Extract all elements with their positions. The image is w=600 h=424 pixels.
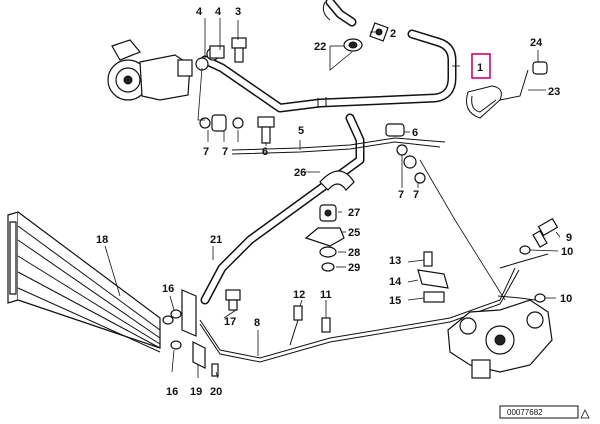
callout-12[interactable]: 12 bbox=[293, 289, 305, 301]
callout-labels: 1 2 3 4 4 5 6 6 7 7 7 7 8 9 10 10 11 12 … bbox=[96, 6, 573, 398]
callout-19[interactable]: 19 bbox=[190, 386, 202, 398]
line-5[interactable] bbox=[231, 137, 446, 151]
steering-pump[interactable] bbox=[107, 39, 193, 101]
callout-4-b[interactable]: 4 bbox=[215, 6, 222, 18]
washer-16-lower[interactable] bbox=[170, 340, 182, 350]
callout-5[interactable]: 5 bbox=[298, 125, 304, 137]
callout-7-d[interactable]: 7 bbox=[413, 189, 419, 201]
oil-cooler[interactable] bbox=[7, 211, 161, 353]
callout-25[interactable]: 25 bbox=[348, 227, 360, 239]
callout-16-a[interactable]: 16 bbox=[162, 283, 174, 295]
callout-10-b[interactable]: 10 bbox=[560, 293, 572, 305]
grommet-24[interactable] bbox=[532, 61, 548, 75]
screw-20[interactable] bbox=[211, 363, 219, 377]
callout-16-b[interactable]: 16 bbox=[166, 386, 178, 398]
callout-8[interactable]: 8 bbox=[254, 317, 260, 329]
callout-7-a[interactable]: 7 bbox=[203, 146, 209, 158]
callout-29[interactable]: 29 bbox=[348, 262, 360, 274]
fitting-6-cluster-right[interactable] bbox=[385, 123, 426, 184]
leader-lines bbox=[104, 18, 561, 379]
screw-13[interactable] bbox=[423, 251, 433, 267]
callout-14[interactable]: 14 bbox=[389, 276, 402, 288]
callout-6-a[interactable]: 6 bbox=[262, 146, 268, 158]
callout-24[interactable]: 24 bbox=[530, 37, 543, 49]
highlight-box-part-1 bbox=[471, 53, 491, 79]
callout-1[interactable]: 1 bbox=[477, 62, 483, 74]
grommet-28[interactable] bbox=[319, 246, 337, 258]
line-8[interactable] bbox=[199, 267, 516, 359]
callout-23[interactable]: 23 bbox=[548, 86, 560, 98]
bolt-9[interactable] bbox=[532, 217, 559, 248]
bracket-25[interactable] bbox=[304, 227, 345, 247]
bolt-3[interactable] bbox=[231, 37, 247, 63]
callout-7-b[interactable]: 7 bbox=[222, 146, 228, 158]
hose-clamp-2[interactable] bbox=[369, 22, 389, 42]
callout-4-a[interactable]: 4 bbox=[196, 6, 203, 18]
callout-7-c[interactable]: 7 bbox=[398, 189, 404, 201]
bracket-23[interactable] bbox=[466, 69, 529, 119]
triangle-marker-icon bbox=[580, 409, 590, 419]
pressure-hose[interactable] bbox=[200, 29, 457, 113]
clamp-14[interactable] bbox=[417, 269, 449, 289]
washer-10-upper[interactable] bbox=[519, 245, 531, 255]
callout-2[interactable]: 2 bbox=[390, 28, 396, 40]
clamp-15[interactable] bbox=[423, 291, 445, 303]
line-5-b bbox=[231, 141, 441, 155]
fitting-7-cluster-left[interactable] bbox=[199, 114, 275, 144]
hose-clamp-22[interactable] bbox=[343, 38, 363, 52]
callout-18[interactable]: 18 bbox=[96, 234, 108, 246]
bracket-19 bbox=[192, 341, 206, 369]
steering-gear[interactable] bbox=[447, 299, 553, 379]
callout-13[interactable]: 13 bbox=[389, 255, 401, 267]
bolt-12[interactable] bbox=[289, 305, 303, 346]
line-8-b bbox=[199, 269, 520, 363]
reservoir-hose bbox=[322, 0, 357, 27]
washer-10-lower[interactable] bbox=[534, 293, 546, 303]
nut-29[interactable] bbox=[321, 262, 335, 272]
clamp-26[interactable] bbox=[319, 170, 355, 191]
callout-22[interactable]: 22 bbox=[314, 41, 326, 53]
callout-20[interactable]: 20 bbox=[210, 386, 222, 398]
callout-3[interactable]: 3 bbox=[235, 6, 241, 18]
bolt-11[interactable] bbox=[321, 317, 331, 333]
bolt-17[interactable] bbox=[225, 289, 241, 311]
callout-27[interactable]: 27 bbox=[348, 207, 360, 219]
cooler-bracket bbox=[181, 289, 197, 337]
return-line[interactable] bbox=[200, 113, 365, 305]
callout-17[interactable]: 17 bbox=[224, 316, 236, 328]
callout-15[interactable]: 15 bbox=[389, 295, 401, 307]
callout-28[interactable]: 28 bbox=[348, 247, 360, 259]
fitting-4-upper[interactable] bbox=[195, 45, 225, 71]
callout-10-a[interactable]: 10 bbox=[561, 246, 573, 258]
callout-9[interactable]: 9 bbox=[566, 232, 572, 244]
mount-27[interactable] bbox=[319, 204, 337, 222]
reference-number-box: 00077682 bbox=[499, 405, 590, 419]
callout-21[interactable]: 21 bbox=[210, 234, 222, 246]
callout-11[interactable]: 11 bbox=[320, 289, 332, 301]
reference-number: 00077682 bbox=[507, 408, 543, 417]
callout-6-b[interactable]: 6 bbox=[412, 127, 418, 139]
washer-16-upper[interactable] bbox=[162, 309, 182, 325]
callout-26[interactable]: 26 bbox=[294, 167, 306, 179]
